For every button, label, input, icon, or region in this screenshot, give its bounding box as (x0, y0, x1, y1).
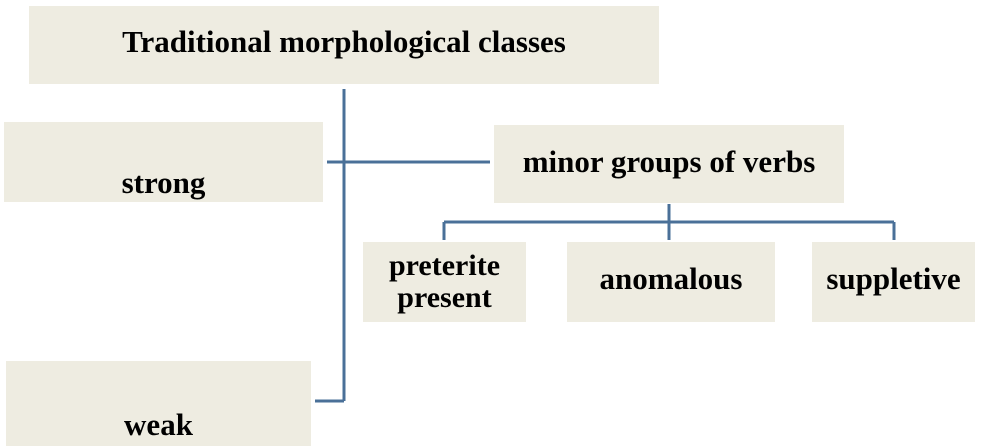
anomalous-node: anomalous (567, 242, 775, 322)
weak-node: weak (6, 361, 311, 446)
strong-node: strong (4, 122, 323, 202)
minor-groups-node-label: minor groups of verbs (522, 143, 816, 179)
preterite-present-node-label: preterite present (388, 248, 501, 314)
suppletive-node: suppletive (812, 242, 975, 322)
weak-node-label: weak (124, 406, 193, 442)
strong-node-label: strong (121, 164, 206, 200)
minor-groups-node: minor groups of verbs (494, 125, 844, 203)
root-node: Traditional morphological classes (29, 6, 659, 84)
preterite-present-node: preterite present (363, 242, 526, 322)
suppletive-node-label: suppletive (826, 260, 961, 296)
root-node-label: Traditional morphological classes (122, 23, 566, 59)
anomalous-node-label: anomalous (599, 260, 743, 296)
